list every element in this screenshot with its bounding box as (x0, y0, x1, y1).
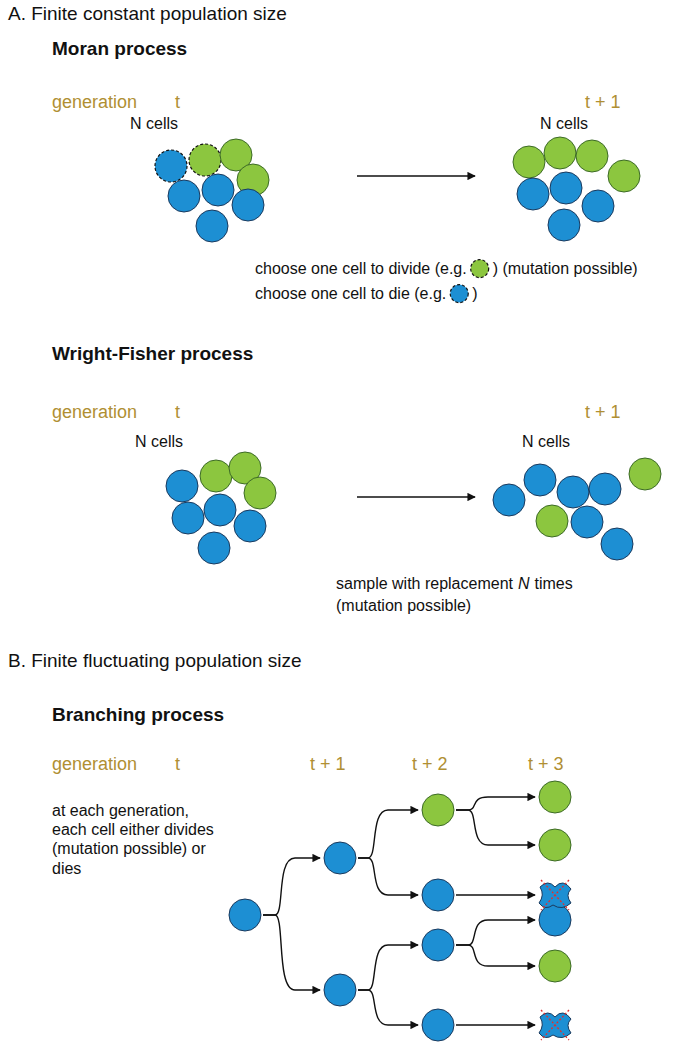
population-label: N cells (135, 432, 183, 451)
generation-label: generation (52, 754, 137, 776)
dying-cell-icon (450, 285, 468, 303)
process-title: Branching process (52, 704, 224, 727)
cell-cluster (155, 139, 269, 242)
time-label: t (175, 92, 180, 114)
generation-label: generation (52, 402, 137, 424)
time-label: t (175, 754, 180, 776)
process-title: Moran process (52, 38, 187, 61)
time-label: t + 1 (585, 402, 621, 424)
rule-text: at each generation, each cell either div… (52, 801, 224, 878)
rule-text: ) (mutation possible) (493, 259, 638, 278)
cell-cluster (166, 452, 276, 564)
section-heading: A. Finite constant population size (8, 3, 287, 26)
time-label: t + 1 (310, 754, 346, 776)
rule-text: (mutation possible) (336, 596, 471, 615)
rule-text: ) (472, 284, 477, 303)
time-label: t + 1 (585, 92, 621, 114)
rule-text: choose one cell to divide (e.g. (255, 259, 467, 278)
rule-text: sample with replacement (336, 574, 513, 593)
time-label: t + 2 (412, 754, 448, 776)
process-arrow (357, 496, 475, 497)
population-label: N cells (540, 114, 588, 133)
cell-cluster (493, 458, 661, 560)
cell-cluster (513, 137, 640, 241)
rule-text: times (535, 574, 573, 593)
generation-label: generation (52, 92, 137, 114)
time-label: t (175, 402, 180, 424)
population-label: N cells (130, 114, 178, 133)
section-heading: B. Finite fluctuating population size (8, 650, 302, 673)
dividing-cell-icon (471, 260, 489, 278)
branching-tree (229, 781, 571, 1041)
rule-text: choose one cell to die (e.g. (255, 284, 446, 303)
population-label: N cells (522, 432, 570, 451)
process-title: Wright-Fisher process (52, 343, 253, 366)
rule-variable: N (518, 574, 530, 593)
time-label: t + 3 (528, 754, 564, 776)
process-arrow (357, 175, 475, 176)
